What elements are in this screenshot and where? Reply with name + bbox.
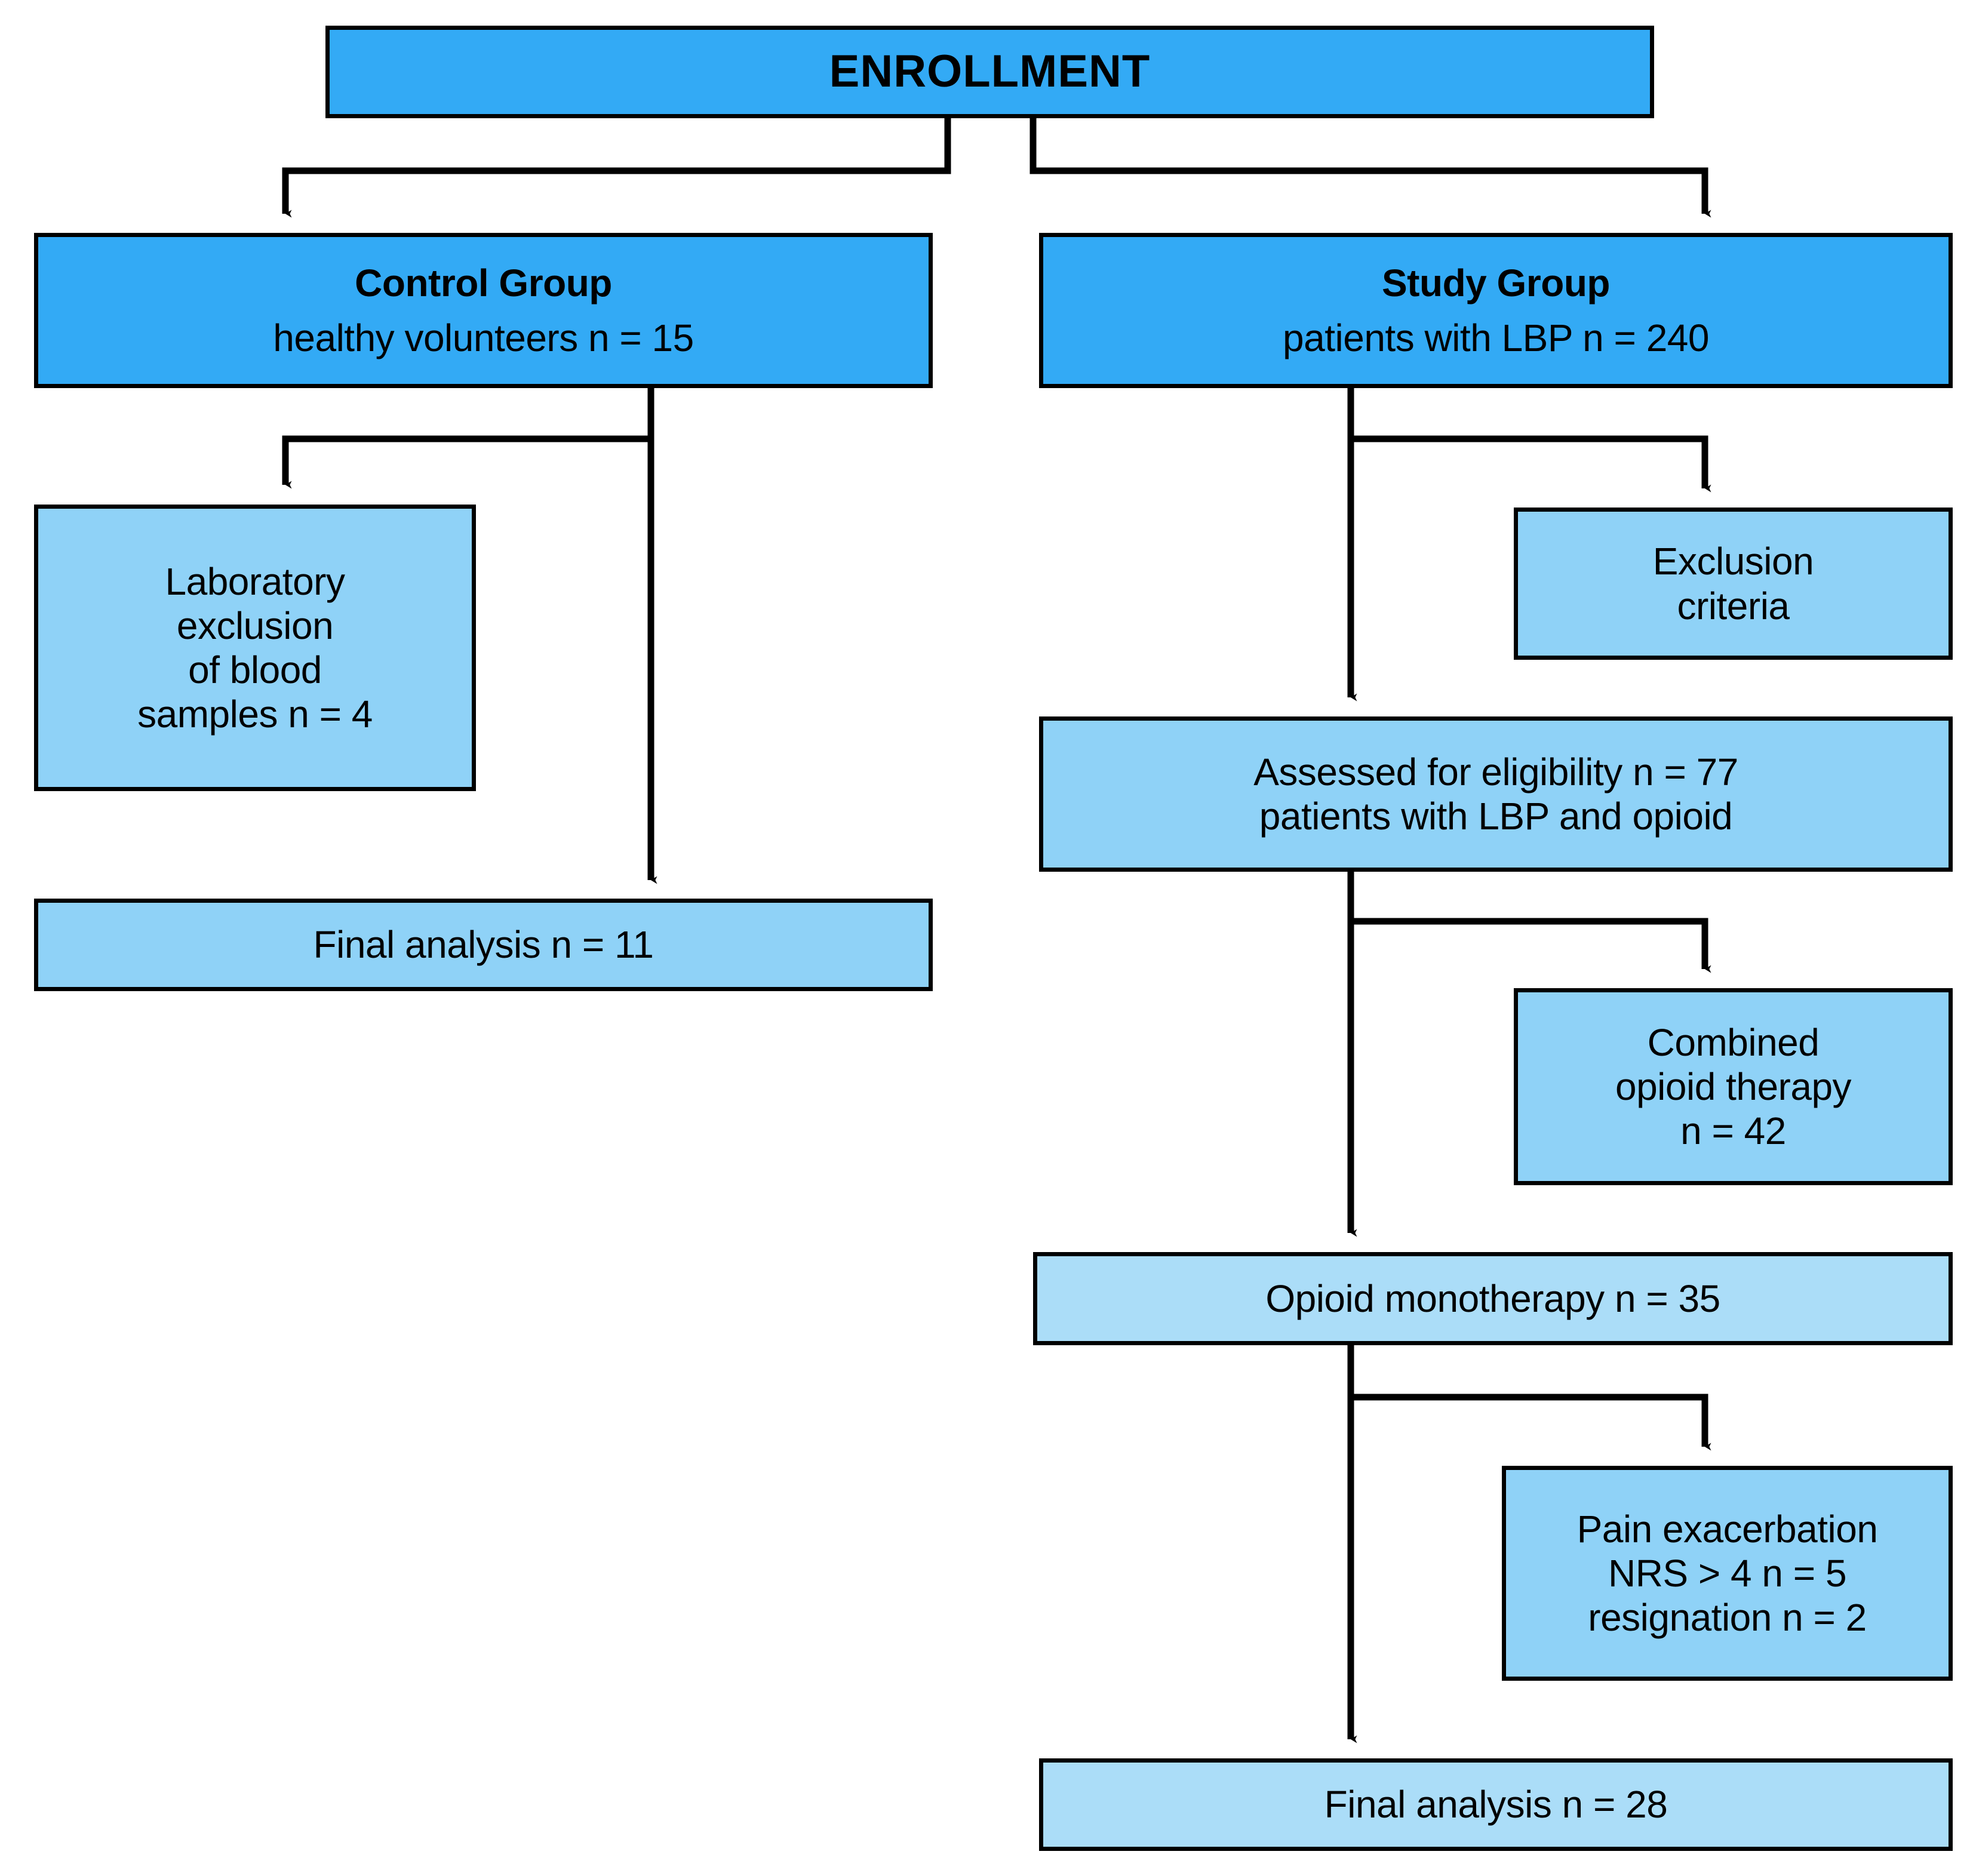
lab-exclusion-line-4: samples n = 4 bbox=[137, 693, 373, 736]
opioid-monotherapy-label: Opioid monotherapy n = 35 bbox=[1265, 1277, 1720, 1320]
connector-study-to-exclusion-criteria bbox=[1347, 388, 1711, 493]
node-combined-opioid-therapy[interactable]: Combined opioid therapy n = 42 bbox=[1514, 988, 1953, 1185]
control-group-title: Control Group bbox=[355, 261, 612, 305]
exclusion-criteria-line-1: Exclusion bbox=[1652, 540, 1814, 583]
node-final-analysis-control[interactable]: Final analysis n = 11 bbox=[34, 899, 933, 991]
lab-exclusion-line-3: of blood bbox=[188, 648, 322, 691]
dropout-line-1: Pain exacerbation bbox=[1576, 1507, 1878, 1551]
enrollment-label: ENROLLMENT bbox=[829, 46, 1151, 97]
control-group-count: healthy volunteers n = 15 bbox=[273, 316, 694, 359]
connector-control-to-lab-exclusion bbox=[282, 388, 654, 489]
final-analysis-control-label: Final analysis n = 11 bbox=[313, 923, 654, 967]
node-assessed-for-eligibility[interactable]: Assessed for eligibility n = 77 patients… bbox=[1039, 716, 1953, 872]
combined-opioid-line-2: opioid therapy bbox=[1615, 1065, 1852, 1108]
exclusion-criteria-line-2: criteria bbox=[1677, 584, 1790, 628]
assessed-line-2: patients with LBP and opioid bbox=[1259, 795, 1733, 838]
node-final-analysis-study[interactable]: Final analysis n = 28 bbox=[1039, 1758, 1953, 1851]
combined-opioid-line-3: n = 42 bbox=[1680, 1109, 1786, 1153]
study-group-title: Study Group bbox=[1381, 261, 1611, 305]
node-laboratory-exclusion[interactable]: Laboratory exclusion of blood samples n … bbox=[34, 505, 476, 791]
lab-exclusion-line-2: exclusion bbox=[176, 604, 334, 647]
connector-monotherapy-to-dropout bbox=[1347, 1345, 1711, 1451]
lab-exclusion-line-1: Laboratory bbox=[165, 559, 345, 603]
node-control-group[interactable]: Control Group healthy volunteers n = 15 bbox=[34, 233, 933, 388]
assessed-line-1: Assessed for eligibility n = 77 bbox=[1253, 750, 1738, 794]
combined-opioid-line-1: Combined bbox=[1647, 1020, 1820, 1064]
node-exclusion-criteria[interactable]: Exclusion criteria bbox=[1514, 508, 1953, 660]
node-opioid-monotherapy[interactable]: Opioid monotherapy n = 35 bbox=[1033, 1252, 1953, 1345]
study-group-count: patients with LBP n = 240 bbox=[1283, 316, 1709, 359]
connector-enrollment-to-study bbox=[1029, 118, 1711, 218]
dropout-line-3: resignation n = 2 bbox=[1588, 1596, 1867, 1640]
dropout-line-2: NRS > 4 n = 5 bbox=[1608, 1551, 1847, 1595]
node-study-group[interactable]: Study Group patients with LBP n = 240 bbox=[1039, 233, 1953, 388]
connector-enrollment-to-control bbox=[282, 118, 951, 218]
node-pain-exacerbation-dropout[interactable]: Pain exacerbation NRS > 4 n = 5 resignat… bbox=[1502, 1466, 1953, 1681]
final-analysis-study-label: Final analysis n = 28 bbox=[1324, 1783, 1668, 1826]
node-enrollment[interactable]: ENROLLMENT bbox=[325, 26, 1654, 118]
connector-assessed-to-combined bbox=[1347, 872, 1711, 973]
